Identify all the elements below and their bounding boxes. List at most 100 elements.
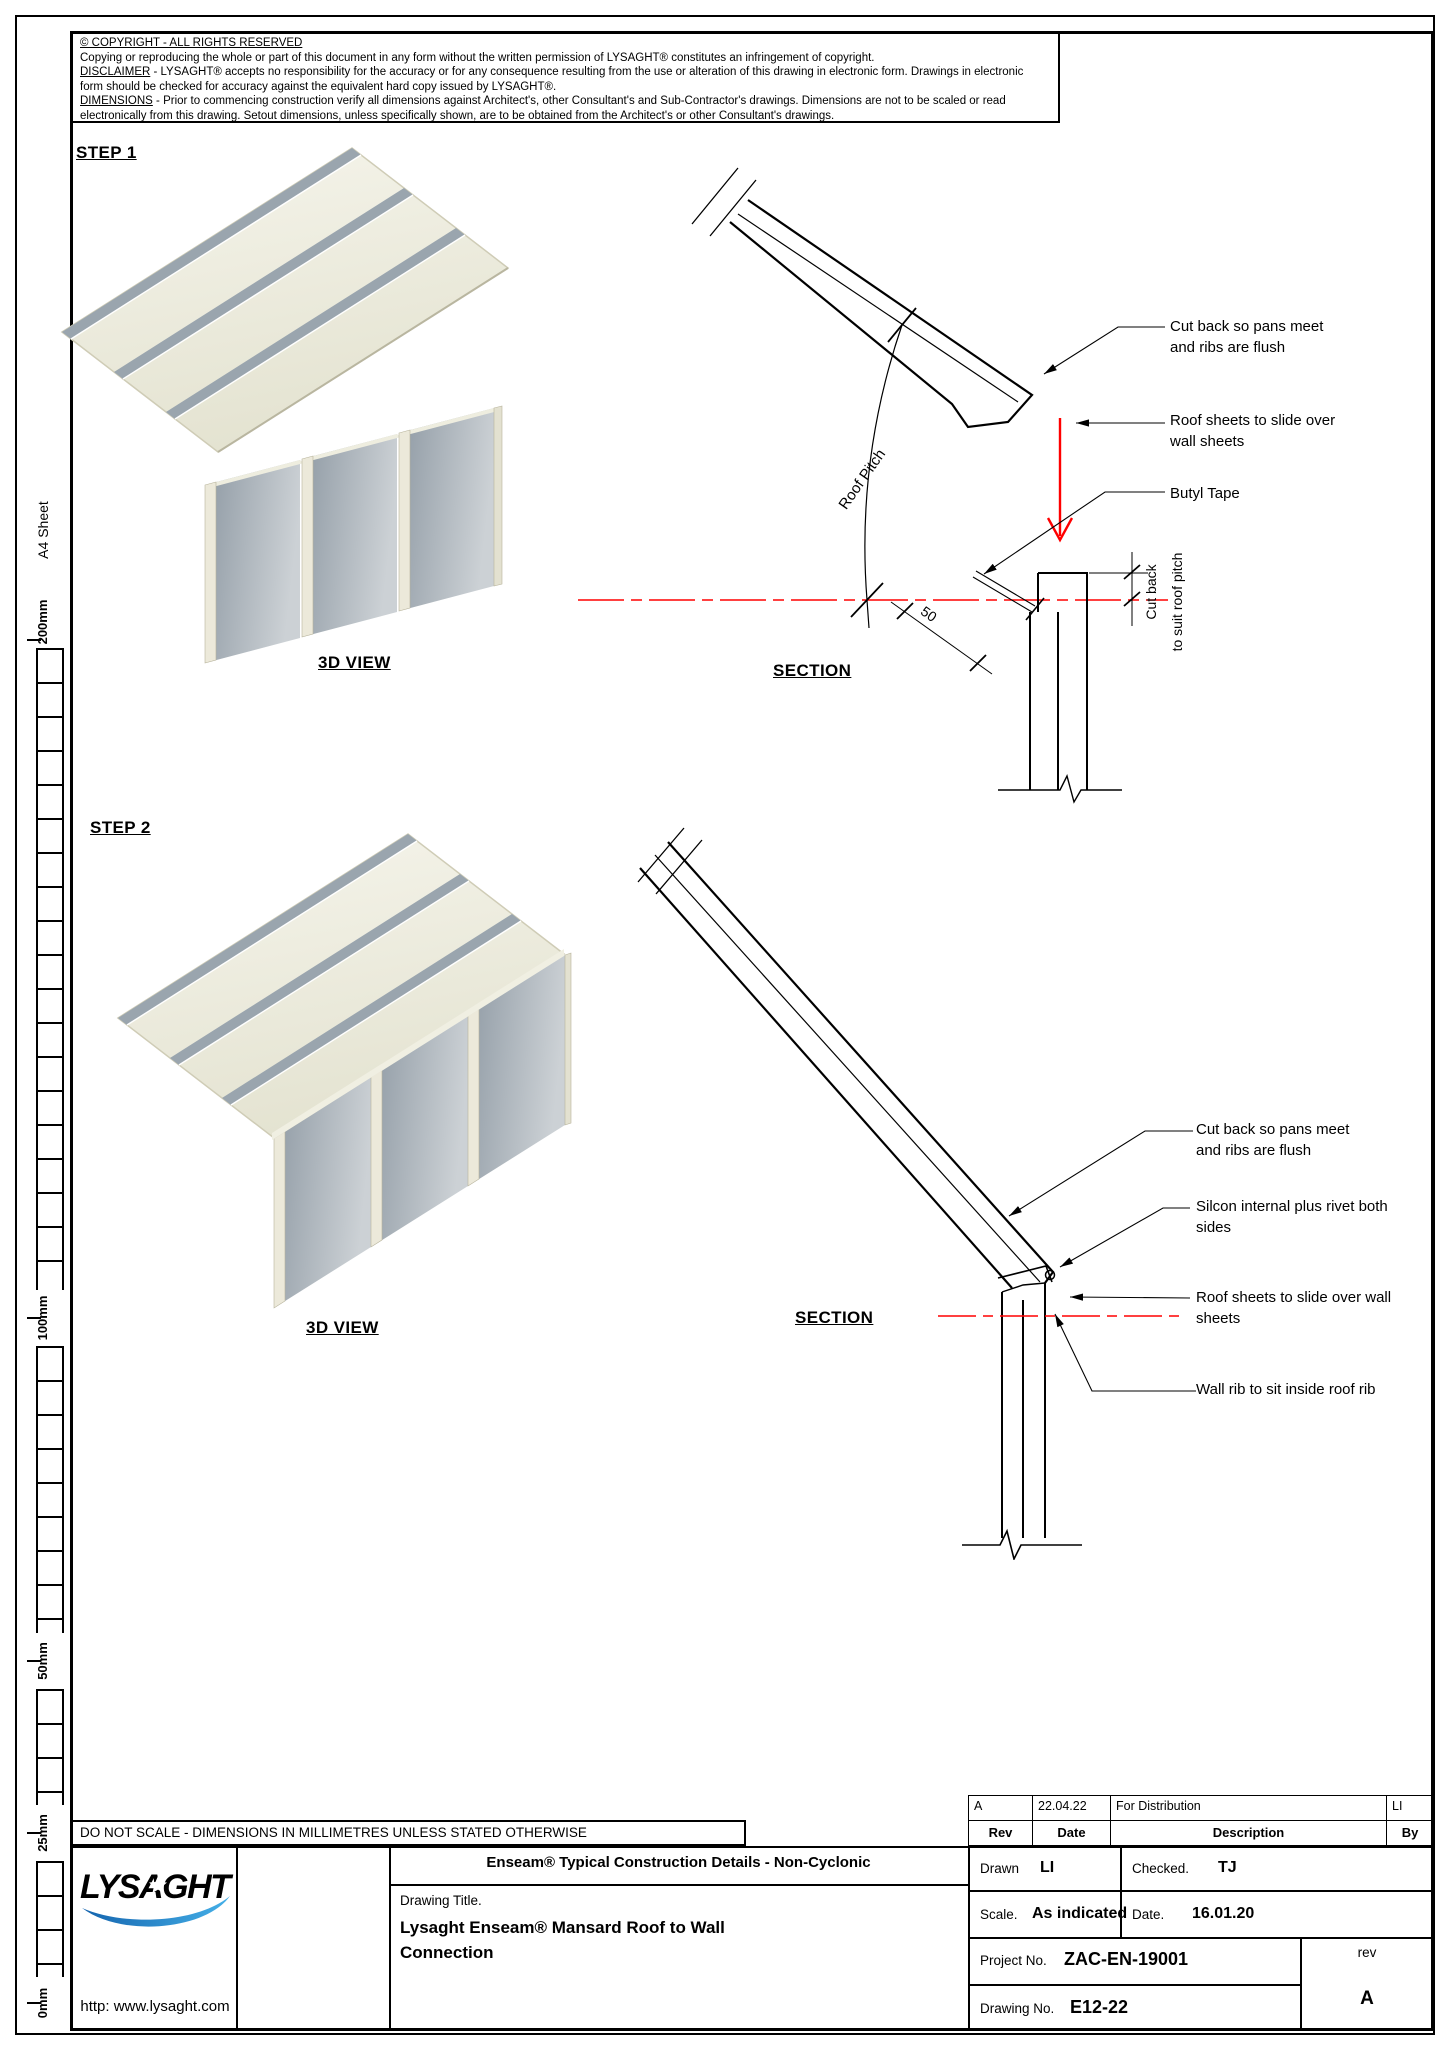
dim-50-line: [890, 601, 993, 675]
roof-sheet-section: [729, 199, 1034, 429]
titleblock-divider: [236, 1846, 238, 2031]
date-label: Date.: [1132, 1907, 1165, 1922]
disclaimer-block: © COPYRIGHT - ALL RIGHTS RESERVED Copyin…: [70, 31, 1060, 123]
annotation-butyl-tape: Butyl Tape: [1170, 485, 1240, 502]
roof-sheet-section: [667, 841, 1055, 1284]
annotation-wall-rib: Wall rib to sit inside roof rib: [1196, 1381, 1376, 1398]
checked-value: TJ: [1218, 1859, 1237, 1876]
logo-star-icon: [149, 1876, 167, 1893]
dim-50-label: 50: [918, 603, 940, 625]
checked-label: Checked.: [1132, 1861, 1190, 1876]
ruler-ladder-segment: [36, 1861, 64, 1977]
scale-value: As indicated: [1032, 1905, 1128, 1922]
ruler-ladder-segment: [36, 648, 64, 1290]
ruler-tick: [27, 1317, 41, 1319]
step2-3d-view: [116, 833, 572, 1309]
titleblock-divider: [1120, 1846, 1122, 1937]
roof-pitch-arc: [864, 324, 903, 629]
annotation-roof-slide-step1: Roof sheets to slide over wall sheets: [1170, 412, 1336, 450]
wall-sheets-3d: [204, 405, 503, 664]
website-url: http: www.lysaght.com: [80, 1998, 230, 2015]
revision-by: LI: [1387, 1796, 1433, 1821]
step2-3d-view-label: 3D VIEW: [306, 1318, 379, 1337]
roof-seam: [114, 188, 413, 379]
revision-description: For Distribution: [1111, 1796, 1387, 1821]
rev-small-label: rev: [1357, 1945, 1377, 1960]
wall-rib-section: [1029, 572, 1088, 790]
dimensions-line: DIMENSIONS - Prior to commencing constru…: [80, 95, 1006, 122]
step1-section-drawing: Roof Pitch 50 Cut back to suit roof pitc…: [578, 167, 1185, 804]
revision-rev: A: [969, 1796, 1033, 1821]
step1-section-label: SECTION: [773, 661, 852, 680]
wall-break-line: [962, 1528, 1082, 1560]
project-no-value: ZAC-EN-19001: [1064, 1949, 1189, 1969]
titleblock-divider: [389, 1884, 968, 1886]
cut-sheet-edge: [972, 570, 1036, 613]
drawn-label: Drawn: [980, 1861, 1020, 1876]
step1-3d-view-label: 3D VIEW: [318, 653, 391, 672]
date-value: 16.01.20: [1192, 1905, 1255, 1922]
annotation-silicon-rivet: Silcon internal plus rivet both sides: [1196, 1198, 1388, 1236]
project-no-label: Project No.: [980, 1953, 1047, 1968]
revision-header-by: By: [1401, 1825, 1419, 1840]
titleblock-divider: [968, 1937, 1434, 1939]
wall-section: [1001, 1283, 1046, 1538]
rev-value: A: [1360, 1988, 1374, 2009]
step2-section-drawing: [637, 827, 1196, 1560]
angle-ticks: [850, 307, 917, 618]
revision-date: 22.04.22: [1033, 1796, 1111, 1821]
drawing-no-value: E12-22: [1070, 1997, 1129, 2017]
roof-seam: [118, 834, 417, 1025]
roof-seam: [170, 874, 469, 1065]
ruler-tick: [27, 2002, 41, 2004]
ruler-tick: [27, 639, 41, 641]
titleblock-divider: [968, 1890, 1434, 1892]
wall-sheets-3d: [273, 952, 572, 1309]
drawing-title-label: Drawing Title.: [400, 1893, 482, 1908]
roof-seam: [62, 148, 361, 339]
revision-header-rev: Rev: [969, 1821, 1033, 1845]
rivet: [1044, 1269, 1056, 1281]
outer-border: [15, 15, 1435, 2035]
roof-seam: [222, 914, 521, 1105]
sheet-frame: [70, 31, 1434, 2031]
leader-cut-back: [1043, 326, 1165, 375]
titleblock-divider: [1300, 1937, 1302, 2031]
ruler-tick: [27, 1832, 41, 1834]
roof-eave-edge: [272, 949, 564, 1140]
roof-seam: [166, 228, 465, 419]
leader-cut-back: [1008, 1130, 1193, 1217]
ruler-tick: [27, 1660, 41, 1662]
series-title: Enseam® Typical Construction Details - N…: [486, 1854, 871, 1871]
leader-roof-sheets: [1069, 1293, 1191, 1301]
do-not-scale-note: DO NOT SCALE - DIMENSIONS IN MILLIMETRES…: [70, 1820, 746, 1846]
leader-butyl-tape: [983, 491, 1165, 575]
leader-wall-rib: [1054, 1313, 1196, 1392]
disclaimer-line: DISCLAIMER - LYSAGHT® accepts no respons…: [80, 66, 1024, 93]
lysaght-logo: LYSAGHT: [80, 1868, 234, 1927]
annotation-cut-back-step1: Cut back so pans meet and ribs are flush: [1170, 318, 1324, 356]
logo-swoosh: [82, 1896, 230, 1927]
titleblock-divider: [70, 1846, 1434, 1848]
annotation-cut-back-step2: Cut back so pans meet and ribs are flush: [1196, 1121, 1350, 1159]
drawing-title: Lysaght Enseam® Mansard Roof to Wall Con…: [400, 1918, 725, 1962]
wall-break-line: [998, 774, 1122, 804]
step1-heading: STEP 1: [76, 143, 137, 162]
step2-section-label: SECTION: [795, 1308, 874, 1327]
step1-3d-view: [60, 147, 510, 664]
revision-table: A 22.04.22 For Distribution LI Rev Date …: [968, 1795, 1434, 1846]
cut-back-dim-label-2: to suit roof pitch: [1169, 553, 1185, 652]
annotation-roof-slide-step2: Roof sheets to slide over wall sheets: [1196, 1289, 1392, 1327]
break-marks: [637, 827, 703, 895]
ruler-ladder-segment: [36, 1346, 64, 1633]
titleblock-divider: [968, 1984, 1302, 1986]
roof-rib-wrap: [997, 1265, 1053, 1283]
break-marks: [691, 167, 757, 237]
titleblock-divider: [389, 1846, 391, 2031]
scale-label: Scale.: [980, 1907, 1018, 1922]
drawn-value: LI: [1040, 1859, 1055, 1876]
ruler-sheet-label: A4 Sheet: [35, 501, 51, 559]
step2-heading: STEP 2: [90, 818, 151, 837]
copyright-line: © COPYRIGHT - ALL RIGHTS RESERVED: [80, 37, 303, 49]
